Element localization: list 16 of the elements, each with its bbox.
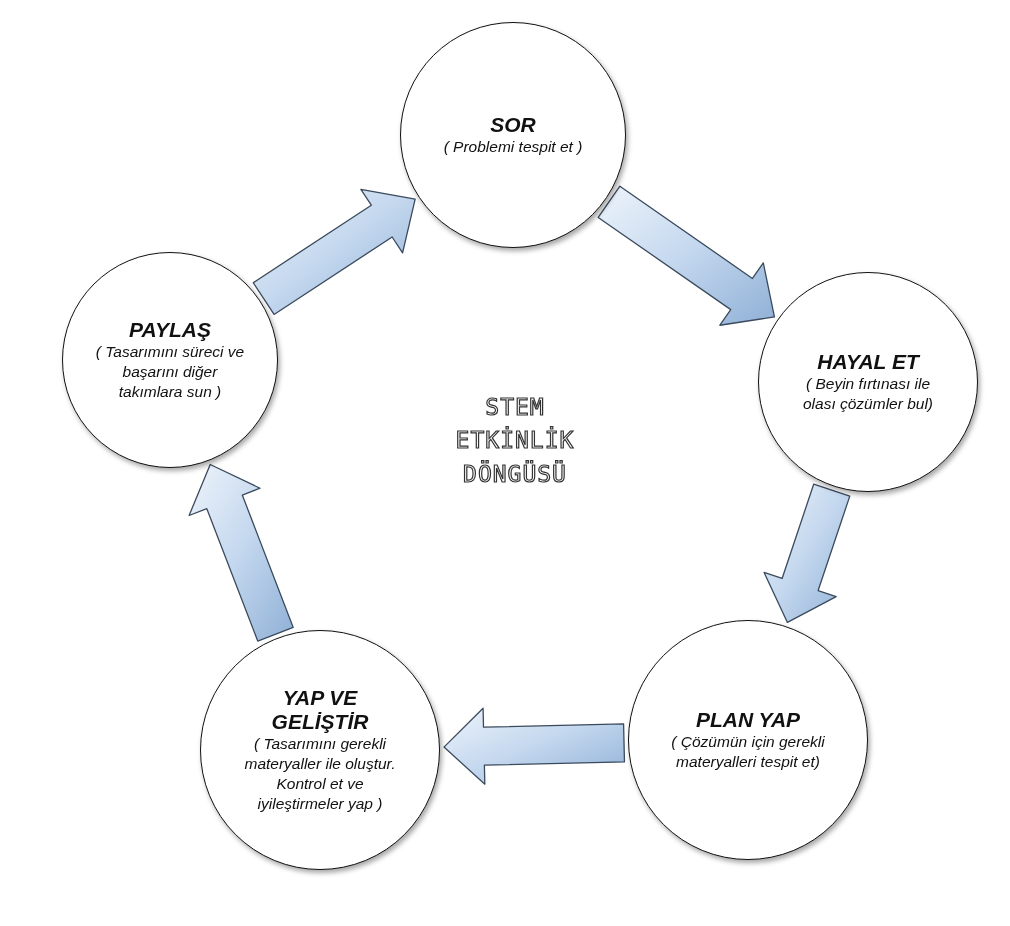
step-description: ( Tasarımını gerekli materyaller ile oluştur. Kontrol et ve iyileştirmeler yap ) [243, 733, 397, 815]
step-title: PLAN YAP [695, 707, 801, 732]
step-description: ( Beyin fırtınası ile olası çözümler bul) [801, 373, 935, 415]
step-title: PAYLAŞ [128, 317, 212, 342]
step-description: ( Tasarımını süreci ve başarını diğer takımlara sun ) [94, 341, 246, 403]
step-title: SOR [490, 112, 536, 137]
cycle-title: STEM ETKİNLİK DÖNGÜSÜ [454, 393, 576, 489]
block-arrow [763, 483, 851, 624]
step-title: HAYAL ET [817, 349, 919, 374]
block-arrow [443, 707, 626, 785]
step-description: ( Çözümün için gerekli materyalleri tespit et) [670, 731, 826, 773]
block-arrow [188, 463, 294, 642]
step-title: YAP VE GELİŞTİR [270, 685, 370, 734]
block-arrow [252, 188, 416, 316]
block-arrow [597, 185, 776, 326]
step-description: ( Problemi tespit et ) [443, 137, 583, 157]
